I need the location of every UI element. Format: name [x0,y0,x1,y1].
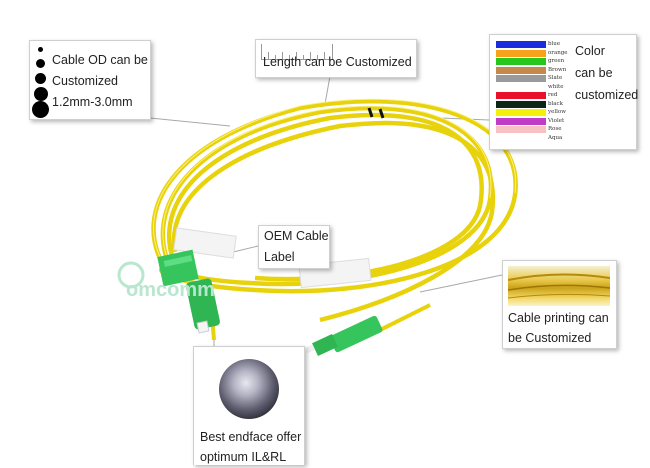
od-text-line1: Cable OD can be [52,53,148,67]
length-text: Length can be Customized [263,55,412,69]
color-swatch-label: Brown [548,66,567,73]
color-swatch-blue [496,41,546,48]
oem-text-line2: Label [264,250,295,264]
color-swatch-orange [496,49,546,57]
color-swatch-white [496,83,546,91]
color-swatch-label: yellow [548,109,566,115]
cable-printing-photo [508,266,610,306]
sc-connector [157,249,220,341]
od-dot-large [35,73,46,84]
color-swatch-red [496,92,546,99]
ruler-icon [261,44,333,60]
color-swatch-yellow [496,109,546,116]
color-text-line2: can be [575,66,613,80]
color-swatch-green [496,58,546,65]
color-swatch-label: green [548,58,565,64]
color-swatch-violet [496,117,546,125]
color-swatch-aqua [496,134,546,142]
color-swatch-label: blue [548,41,561,47]
oem-label-callout: OEM Cable Label [258,225,330,269]
color-swatch-brown [496,66,546,74]
od-text-line3: 1.2mm-3.0mm [52,95,133,109]
color-text-line1: Color [575,44,605,58]
watermark-text: omcomm [126,279,215,301]
length-callout: Length can be Customized [255,39,417,78]
printing-text-line2: be Customized [508,331,592,345]
cable-marks [367,107,385,119]
od-text-line2: Customized [52,74,118,88]
color-swatch-label: red [548,92,558,98]
color-swatch-label: Violet [548,117,565,124]
color-swatch-label: black [548,100,563,107]
od-dot-xlarge [34,87,48,101]
endface-callout: Best endface offer optimum IL&RL [193,346,305,465]
printing-text-line1: Cable printing can [508,311,609,325]
color-swatch-slate [496,75,546,82]
od-dot-small [38,47,43,52]
od-dot-xxlarge [32,101,49,118]
endface-photo [219,359,279,419]
color-text-line3: customized [575,88,639,102]
lc-connector [305,303,431,356]
color-swatch-rose [496,126,546,133]
watermark-logo: omcomm [117,261,215,301]
cable-printing-callout: Cable printing can be Customized [502,260,617,349]
color-swatch-label: white [548,83,564,90]
color-swatch-label: Slate [548,75,563,81]
color-swatch-label: orange [548,49,568,56]
cable-od-callout: Cable OD can be Customized 1.2mm-3.0mm [29,40,151,120]
oem-text-line1: OEM Cable [264,229,329,243]
od-dot-medium [36,59,45,68]
color-swatch-label: Rose [548,126,562,132]
endface-text-line2: optimum IL&RL [200,450,287,464]
endface-text-line1: Best endface offer [200,430,302,444]
color-swatch-label: Aqua [548,134,563,141]
color-swatch-black [496,100,546,108]
